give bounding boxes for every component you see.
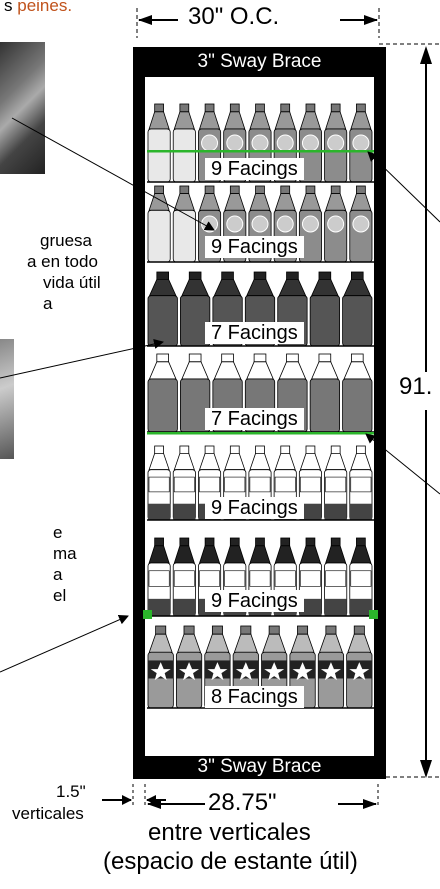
bottle — [147, 103, 171, 183]
facings-label-7: 8 Facings — [205, 686, 304, 708]
bottle — [147, 625, 174, 709]
shelves-group — [147, 103, 374, 709]
height-label: 91. — [399, 373, 433, 400]
note2-line2: ma — [53, 544, 77, 563]
upright-width-label: 1.5" — [56, 782, 86, 801]
note1-line2: a en todo — [27, 252, 98, 271]
left-note-1: gruesa a en todo vida útil a — [0, 230, 101, 314]
header-accent: peines. — [17, 0, 73, 15]
note1-line1: gruesa — [40, 231, 92, 250]
bottle — [147, 537, 171, 617]
top-dimension — [136, 8, 440, 45]
bottle — [342, 271, 373, 347]
bottle — [172, 537, 196, 617]
header-text: s peines. — [4, 0, 72, 16]
bottle — [172, 445, 196, 521]
leader-lines — [0, 117, 440, 673]
bottle — [180, 353, 211, 433]
facings-label-6: 9 Facings — [205, 590, 304, 612]
upright-label: verticales — [12, 804, 84, 823]
shelf-row-3 — [147, 271, 374, 347]
left-note-2: e ma a el — [0, 522, 77, 606]
bottle — [349, 445, 373, 521]
bottle — [324, 445, 348, 521]
note2-line4: el — [53, 586, 67, 605]
clip-left — [143, 610, 152, 619]
facings-label-4: 7 Facings — [205, 408, 304, 430]
bottle — [298, 537, 322, 617]
note2-line1: e — [53, 523, 63, 542]
height-dimension — [379, 46, 440, 778]
clip-right — [369, 610, 378, 619]
bottle — [349, 537, 373, 617]
inner-width-line1: entre verticales — [148, 819, 311, 846]
bottle — [147, 185, 171, 263]
bottle — [172, 103, 196, 183]
bottle — [317, 625, 345, 709]
top-sway-brace: 3" Sway Brace — [197, 51, 322, 72]
bottle — [175, 625, 203, 709]
note1-line4: a — [43, 294, 53, 313]
note2-line3: a — [53, 565, 63, 584]
facings-label-5: 9 Facings — [205, 497, 304, 519]
bottle — [147, 445, 171, 521]
note1-line3: vida útil — [43, 273, 101, 292]
bottle — [324, 185, 348, 263]
bottle — [147, 353, 178, 433]
bottle — [324, 103, 348, 183]
bottom-sway-brace: 3" Sway Brace — [197, 756, 322, 777]
bottle — [342, 353, 373, 433]
bottle — [298, 445, 322, 521]
bottle — [309, 271, 340, 347]
inner-width-line2: (espacio de estante útil) — [103, 848, 358, 875]
bottle — [309, 353, 340, 433]
bottle — [349, 185, 373, 263]
bottle — [349, 103, 373, 183]
bottle — [172, 185, 196, 263]
bottle — [180, 271, 211, 347]
bottle — [298, 103, 322, 183]
facings-label-1: 9 Facings — [205, 158, 304, 180]
facings-label-3: 7 Facings — [205, 322, 304, 344]
top-width-label: 30" O.C. — [188, 3, 280, 30]
bottle — [298, 185, 322, 263]
shelf-row-5 — [147, 445, 374, 521]
bottle — [324, 537, 348, 617]
bottom-dimensions — [102, 784, 379, 809]
bottle — [147, 271, 178, 347]
bottle — [346, 625, 373, 709]
header-partial: s — [4, 0, 13, 15]
facings-label-2: 9 Facings — [205, 236, 304, 258]
rack-frame — [133, 47, 386, 779]
bottle — [204, 625, 231, 709]
inner-width-label: 28.75" — [208, 789, 277, 816]
product-photo-middle — [0, 339, 14, 459]
product-photo-top — [0, 42, 45, 174]
